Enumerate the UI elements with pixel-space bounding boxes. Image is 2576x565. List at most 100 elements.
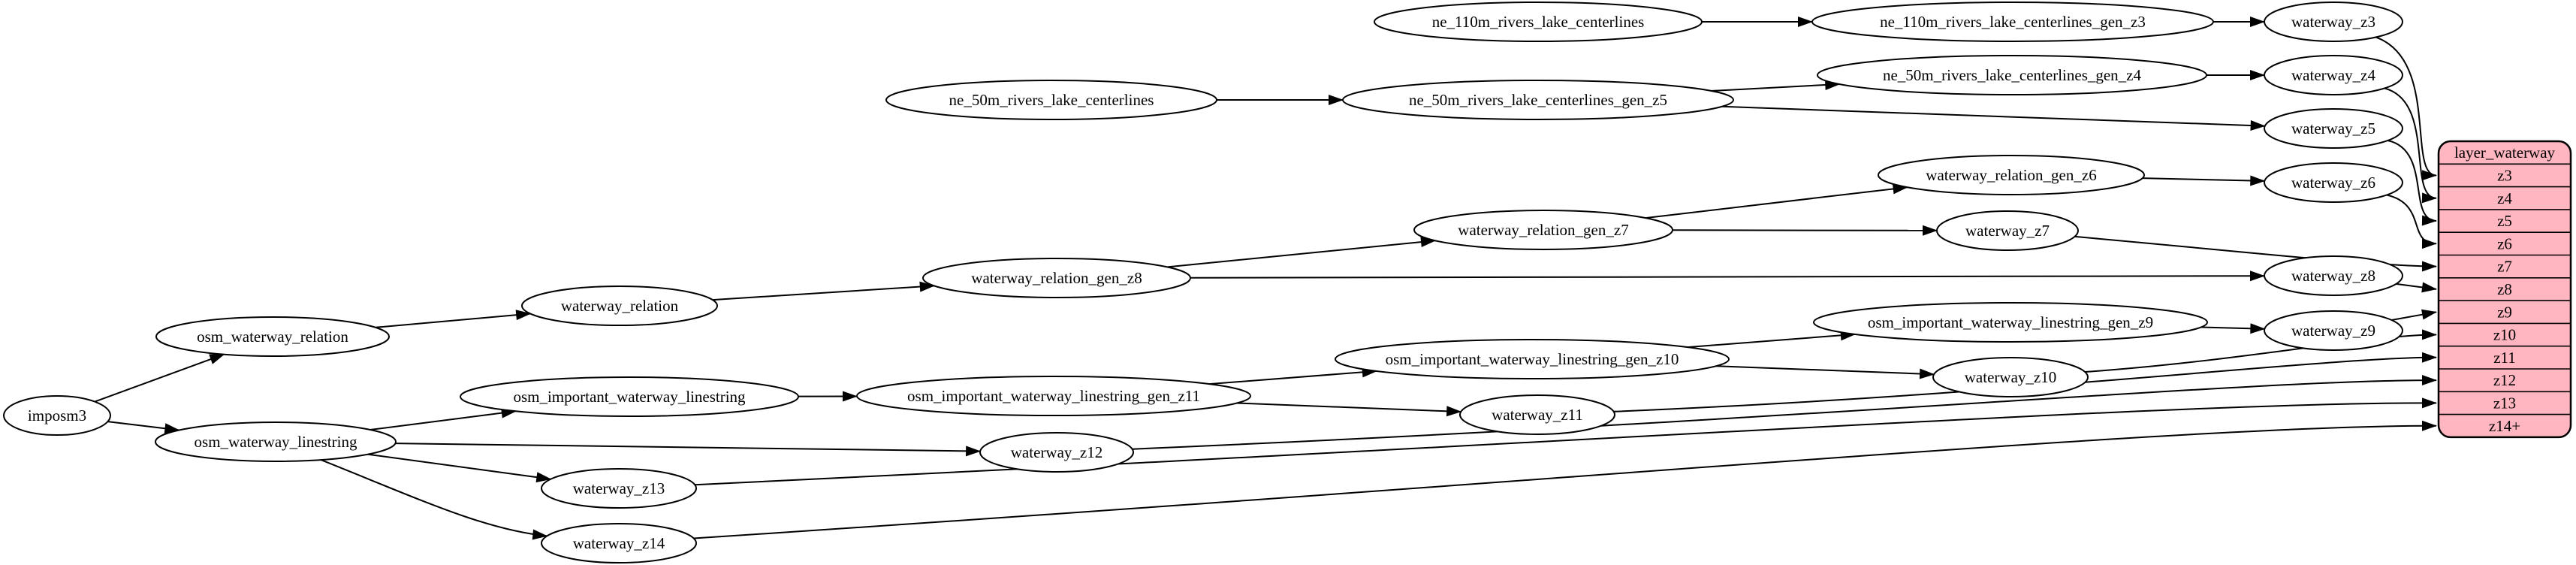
layer_waterway-row-z10: z10: [2493, 326, 2516, 344]
edge-osm_waterway_relation-to-waterway_relation: [375, 310, 532, 328]
node-ne_50m_rivers_lake_centerlines-shape: [885, 80, 1217, 120]
edge-waterway_z11-to-layer_waterway-z11: [1613, 352, 2437, 412]
layer_waterway-table-title: layer_waterway: [2454, 144, 2556, 162]
node-waterway_z14-label: waterway_z14: [573, 534, 665, 552]
node-osm_waterway_linestring: osm_waterway_linestring: [155, 421, 397, 462]
edge-osm_important_waterway_linestring_gen_z11-to-osm_important_waterway_linestring_gen_z10: [1209, 367, 1377, 385]
layer_waterway-row-z11: z11: [2493, 349, 2516, 367]
edge-waterway_relation_gen_z7-to-waterway_relation_gen_z6: [1645, 183, 1908, 219]
node-ne_110m_rivers_lake_centerlines-shape: [1374, 2, 1703, 42]
edge-osm_important_waterway_linestring_gen_z9-to-waterway_z9: [2200, 323, 2266, 334]
node-waterway_z9-shape: [2264, 310, 2403, 351]
node-waterway_relation_gen_z7: waterway_relation_gen_z7: [1413, 210, 1673, 250]
edge-waterway_z4-to-layer_waterway-z4: [2384, 87, 2437, 204]
node-waterway_z4: waterway_z4: [2264, 55, 2403, 95]
node-waterway_z4-label: waterway_z4: [2291, 66, 2375, 84]
node-osm_important_waterway_linestring_gen_z9-label: osm_important_waterway_linestring_gen_z9: [1868, 313, 2153, 331]
node-waterway_z3: waterway_z3: [2264, 2, 2403, 42]
edge-waterway_z3-to-layer_waterway-z3: [2375, 36, 2437, 181]
node-waterway_relation_gen_z8-label: waterway_relation_gen_z8: [971, 269, 1142, 287]
edge-waterway_relation-to-waterway_relation_gen_z8: [712, 281, 935, 301]
node-waterway_z8: waterway_z8: [2264, 255, 2403, 296]
node-waterway_z14: waterway_z14: [541, 523, 697, 563]
node-waterway_z13-shape: [541, 468, 697, 509]
node-layer_waterway-table: layer_waterwayz3z4z5z6z7z8z9z10z11z12z13…: [2437, 140, 2572, 439]
node-imposm3: imposm3: [3, 395, 111, 436]
node-waterway_relation-label: waterway_relation: [561, 297, 679, 315]
node-ne_50m_rivers_lake_centerlines_gen_z5: ne_50m_rivers_lake_centerlines_gen_z5: [1342, 80, 1734, 120]
node-waterway_relation_gen_z7-label: waterway_relation_gen_z7: [1458, 221, 1628, 239]
node-osm_waterway_relation: osm_waterway_relation: [155, 316, 390, 357]
node-ne_50m_rivers_lake_centerlines_gen_z4-shape: [1817, 55, 2207, 95]
node-waterway_z7: waterway_z7: [1936, 210, 2079, 251]
node-ne_110m_rivers_lake_centerlines_gen_z3-shape: [1811, 2, 2214, 42]
layer_waterway-row-z5: z5: [2497, 212, 2512, 230]
node-waterway_relation_gen_z6: waterway_relation_gen_z6: [1878, 155, 2145, 195]
node-osm_waterway_linestring-label: osm_waterway_linestring: [195, 433, 357, 451]
node-waterway_z6: waterway_z6: [2264, 162, 2403, 203]
node-osm_important_waterway_linestring_gen_z10-shape: [1335, 339, 1730, 379]
edge-osm_waterway_linestring-to-waterway_z14: [321, 459, 548, 540]
node-waterway_z12: waterway_z12: [979, 432, 1134, 473]
node-waterway_z8-label: waterway_z8: [2291, 267, 2375, 285]
node-waterway_z6-label: waterway_z6: [2291, 174, 2375, 192]
node-osm_important_waterway_linestring_gen_z11-label: osm_important_waterway_linestring_gen_z1…: [907, 387, 1200, 405]
node-waterway_z11: waterway_z11: [1459, 394, 1615, 435]
node-waterway_z13: waterway_z13: [541, 468, 697, 509]
edge-osm_waterway_linestring-to-osm_important_waterway_linestring: [370, 407, 517, 431]
edge-waterway_z7-to-layer_waterway-z7: [2074, 235, 2437, 272]
node-waterway_z3-label: waterway_z3: [2291, 13, 2375, 31]
node-ne_110m_rivers_lake_centerlines_gen_z3-label: ne_110m_rivers_lake_centerlines_gen_z3: [1880, 13, 2146, 31]
node-ne_50m_rivers_lake_centerlines: ne_50m_rivers_lake_centerlines: [885, 80, 1217, 120]
edge-waterway_relation_gen_z8-to-waterway_z8: [1190, 270, 2265, 282]
node-waterway_z12-shape: [979, 432, 1134, 473]
node-imposm3-label: imposm3: [28, 406, 86, 425]
edge-osm_important_waterway_linestring_gen_z10-to-waterway_z10: [1715, 365, 1935, 379]
node-osm_important_waterway_linestring_gen_z9-shape: [1813, 302, 2208, 343]
edge-waterway_z5-to-layer_waterway-z5: [2387, 140, 2437, 226]
node-ne_50m_rivers_lake_centerlines-label: ne_50m_rivers_lake_centerlines: [949, 91, 1154, 109]
edge-osm_important_waterway_linestring_gen_z10-to-osm_important_waterway_linestring_gen_z9: [1688, 330, 1856, 349]
node-osm_important_waterway_linestring-label: osm_important_waterway_linestring: [513, 388, 746, 406]
edge-imposm3-to-osm_waterway_relation: [94, 353, 225, 403]
edge-osm_waterway_linestring-to-waterway_z13: [367, 453, 552, 483]
edge-waterway_z9-to-layer_waterway-z9: [2391, 309, 2437, 321]
node-waterway_relation_gen_z8-shape: [922, 258, 1191, 298]
layer_waterway-row-z4: z4: [2497, 189, 2512, 207]
edge-waterway_relation_gen_z6-to-waterway_z6: [2142, 175, 2266, 186]
edge-waterway_relation_gen_z7-to-waterway_z7: [1672, 225, 1938, 236]
node-waterway_z12-label: waterway_z12: [1011, 443, 1102, 461]
node-waterway_z7-shape: [1936, 210, 2079, 251]
layer_waterway-table-body: [2437, 140, 2572, 439]
node-waterway_z9: waterway_z9: [2264, 310, 2403, 351]
node-ne_50m_rivers_lake_centerlines_gen_z5-label: ne_50m_rivers_lake_centerlines_gen_z5: [1409, 91, 1667, 109]
node-osm_waterway_relation-label: osm_waterway_relation: [197, 328, 348, 346]
layer_waterway-row-z14+: z14+: [2489, 417, 2520, 435]
layer_waterway-row-z3: z3: [2497, 166, 2512, 184]
layer_waterway-row-z13: z13: [2493, 394, 2516, 412]
node-waterway_z10: waterway_z10: [1932, 357, 2089, 397]
node-waterway_z11-label: waterway_z11: [1492, 406, 1583, 424]
node-waterway_z8-shape: [2264, 255, 2403, 296]
node-waterway_relation: waterway_relation: [521, 286, 718, 326]
node-ne_110m_rivers_lake_centerlines-label: ne_110m_rivers_lake_centerlines: [1432, 13, 1645, 31]
node-osm_important_waterway_linestring_gen_z11-shape: [856, 376, 1251, 416]
edge-waterway_z12-to-layer_waterway-z12: [1132, 375, 2437, 450]
layer_waterway-row-z12: z12: [2493, 371, 2516, 389]
node-osm_important_waterway_linestring-shape: [460, 376, 799, 417]
edge-waterway_relation_gen_z8-to-waterway_relation_gen_z7: [1167, 237, 1436, 268]
edge-waterway_z10-to-layer_waterway-z10: [2085, 329, 2437, 373]
node-waterway_z4-shape: [2264, 55, 2403, 95]
node-osm_important_waterway_linestring_gen_z11: osm_important_waterway_linestring_gen_z1…: [856, 376, 1251, 416]
node-waterway_z10-shape: [1932, 357, 2089, 397]
edge-imposm3-to-osm_waterway_linestring: [107, 421, 180, 434]
node-osm_important_waterway_linestring_gen_z9: osm_important_waterway_linestring_gen_z9: [1813, 302, 2208, 343]
node-ne_50m_rivers_lake_centerlines_gen_z4-label: ne_50m_rivers_lake_centerlines_gen_z4: [1883, 66, 2142, 84]
edge-ne_50m_rivers_lake_centerlines_gen_z5-to-ne_50m_rivers_lake_centerlines_gen_z4: [1711, 80, 1841, 92]
edge-ne_50m_rivers_lake_centerlines_gen_z5-to-waterway_z5: [1721, 105, 2266, 131]
node-waterway_z10-label: waterway_z10: [1965, 368, 2056, 386]
edge-osm_waterway_linestring-to-waterway_z12: [395, 443, 982, 457]
edge-waterway_z6-to-layer_waterway-z6: [2386, 194, 2437, 249]
node-osm_important_waterway_linestring: osm_important_waterway_linestring: [460, 376, 799, 417]
